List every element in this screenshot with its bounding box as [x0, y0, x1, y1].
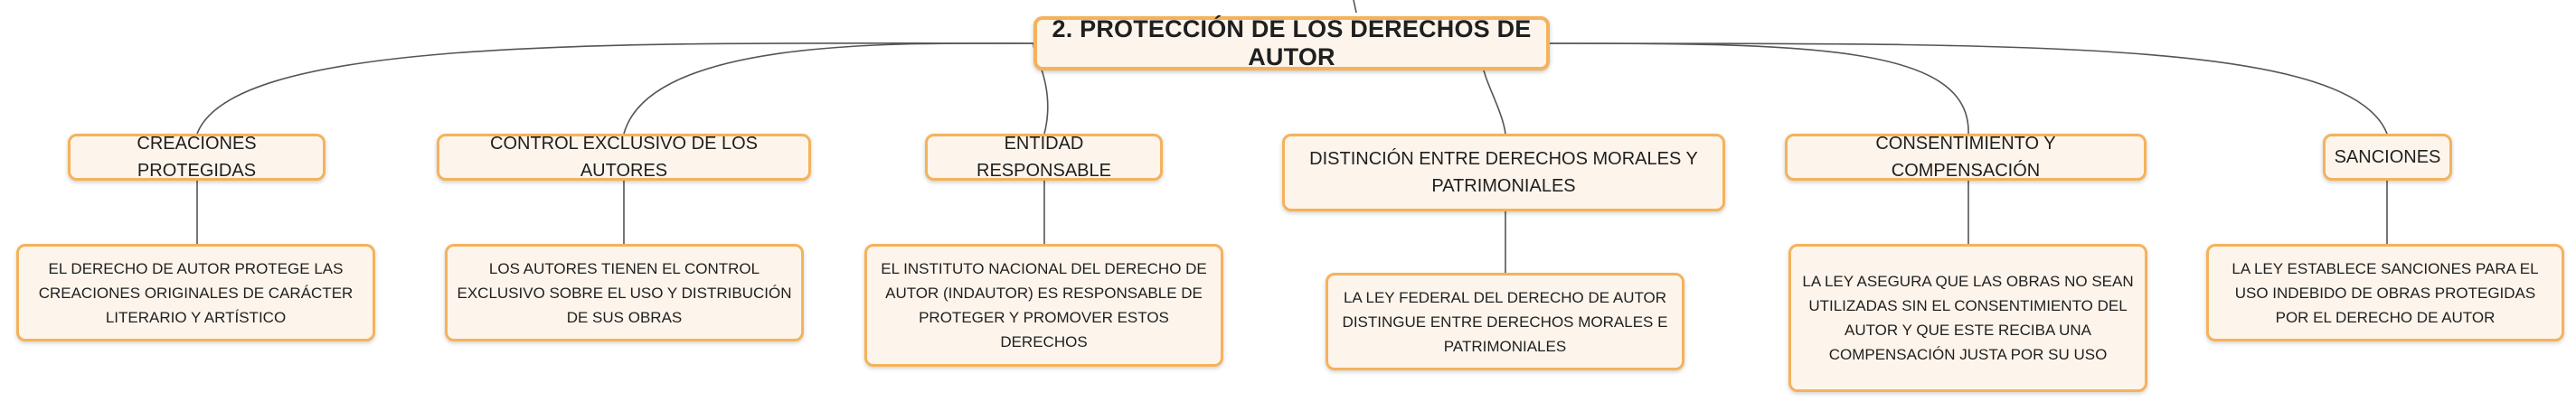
detail-text: LA LEY FEDERAL DEL DERECHO DE AUTOR DIST… [1342, 288, 1668, 355]
topic-label: CONSENTIMIENTO Y COMPENSACIÓN [1875, 134, 2056, 181]
detail-text: EL DERECHO DE AUTOR PROTEGE LAS CREACION… [38, 259, 354, 326]
topic-control-exclusivo[interactable]: CONTROL EXCLUSIVO DE LOS AUTORES [437, 134, 811, 181]
parent-connector [1353, 0, 1357, 14]
connector-root-consentimiento [1547, 42, 1969, 135]
root-node[interactable]: 2. PROTECCIÓN DE LOS DERECHOS DE AUTOR [1033, 15, 1550, 70]
detail-consentimiento-compensacion[interactable]: LA LEY ASEGURA QUE LAS OBRAS NO SEAN UTI… [1788, 244, 2147, 392]
connector-root-creaciones [196, 42, 1036, 135]
topic-sanciones[interactable]: SANCIONES [2323, 134, 2452, 181]
topic-label: CREACIONES PROTEGIDAS [137, 134, 257, 181]
topic-label: DISTINCIÓN ENTRE DERECHOS MORALES Y PATR… [1309, 149, 1698, 196]
topic-creaciones-protegidas[interactable]: CREACIONES PROTEGIDAS [68, 134, 326, 181]
detail-text: LOS AUTORES TIENEN EL CONTROL EXCLUSIVO … [457, 259, 792, 326]
detail-control-exclusivo[interactable]: LOS AUTORES TIENEN EL CONTROL EXCLUSIVO … [445, 244, 804, 341]
connector-root-sanciones [1547, 42, 2388, 135]
detail-sanciones[interactable]: LA LEY ESTABLECE SANCIONES PARA EL USO I… [2206, 244, 2564, 341]
topic-label: CONTROL EXCLUSIVO DE LOS AUTORES [490, 134, 758, 181]
detail-text: EL INSTITUTO NACIONAL DEL DERECHO DE AUT… [881, 260, 1207, 350]
topic-label: SANCIONES [2334, 147, 2441, 167]
detail-creaciones-protegidas[interactable]: EL DERECHO DE AUTOR PROTEGE LAS CREACION… [16, 244, 375, 341]
root-title: 2. PROTECCIÓN DE LOS DERECHOS DE AUTOR [1052, 15, 1532, 70]
detail-text: LA LEY ASEGURA QUE LAS OBRAS NO SEAN UTI… [1802, 273, 2134, 363]
detail-distincion-derechos[interactable]: LA LEY FEDERAL DEL DERECHO DE AUTOR DIST… [1326, 273, 1684, 370]
detail-entidad-responsable[interactable]: EL INSTITUTO NACIONAL DEL DERECHO DE AUT… [864, 244, 1223, 367]
topic-entidad-responsable[interactable]: ENTIDAD RESPONSABLE [925, 134, 1163, 181]
topic-consentimiento-compensacion[interactable]: CONSENTIMIENTO Y COMPENSACIÓN [1785, 134, 2147, 181]
topic-distincion-derechos[interactable]: DISTINCIÓN ENTRE DERECHOS MORALES Y PATR… [1282, 134, 1725, 211]
connector-root-control [623, 42, 1036, 135]
topic-label: ENTIDAD RESPONSABLE [977, 134, 1111, 181]
detail-text: LA LEY ESTABLECE SANCIONES PARA EL USO I… [2232, 259, 2539, 326]
